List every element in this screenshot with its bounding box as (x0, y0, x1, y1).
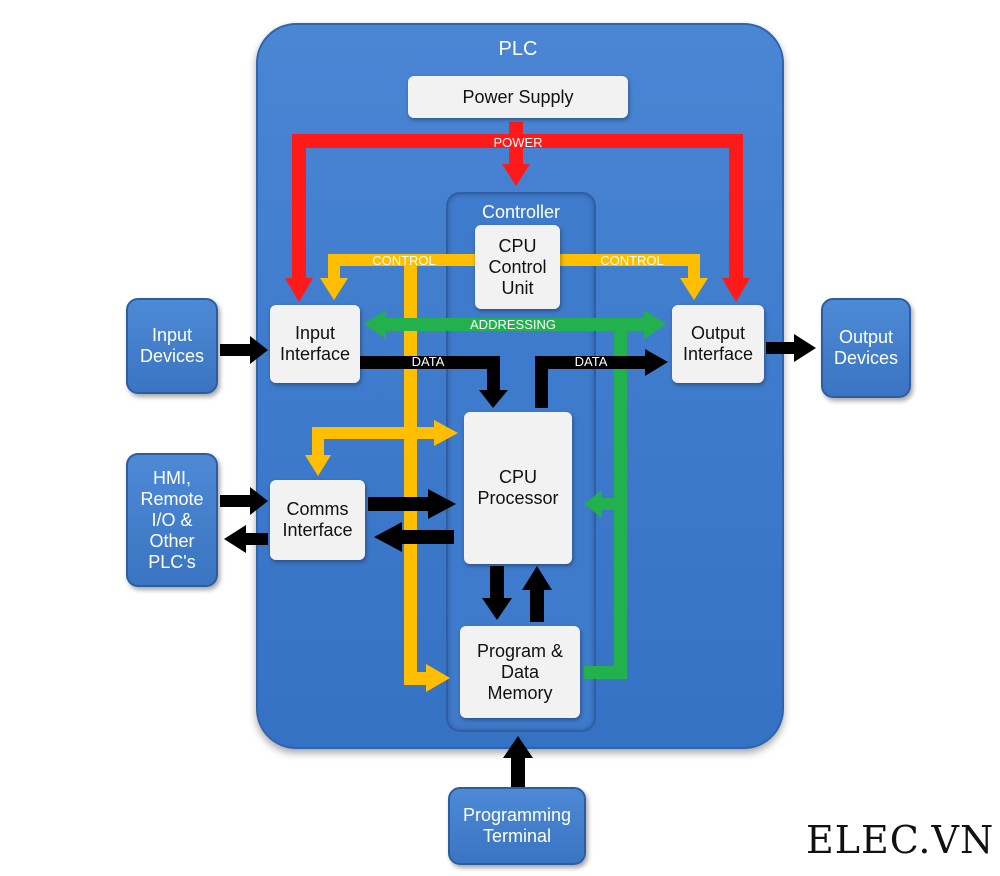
output-interface-block: Output Interface (672, 305, 764, 383)
elec-logo: ELEC.VN (806, 818, 995, 862)
cpu-control-unit-block: CPU Control Unit (475, 225, 560, 309)
power-bus (285, 122, 750, 302)
program-data-memory-block: Program & Data Memory (460, 626, 580, 718)
data-left-label: DATA (412, 354, 445, 369)
control-right-label: CONTROL (600, 253, 664, 268)
control-left-label: CONTROL (372, 253, 436, 268)
data-bus (220, 334, 816, 794)
addressing-bus (364, 310, 666, 679)
comms-interface-block: Comms Interface (270, 480, 365, 560)
power-label: POWER (493, 135, 542, 150)
input-devices-block: Input Devices (126, 298, 218, 394)
cpu-processor-block: CPU Processor (464, 412, 572, 564)
output-devices-block: Output Devices (821, 298, 911, 398)
addressing-label: ADDRESSING (470, 317, 556, 332)
control-bus (305, 254, 708, 692)
hmi-block: HMI, Remote I/O & Other PLC's (126, 453, 218, 587)
data-right-label: DATA (575, 354, 608, 369)
input-interface-block: Input Interface (270, 305, 360, 383)
programming-terminal-block: Programming Terminal (448, 787, 586, 865)
plc-title: PLC (498, 38, 538, 60)
power-supply-block: Power Supply (408, 76, 628, 118)
controller-title: Controller (481, 202, 561, 222)
